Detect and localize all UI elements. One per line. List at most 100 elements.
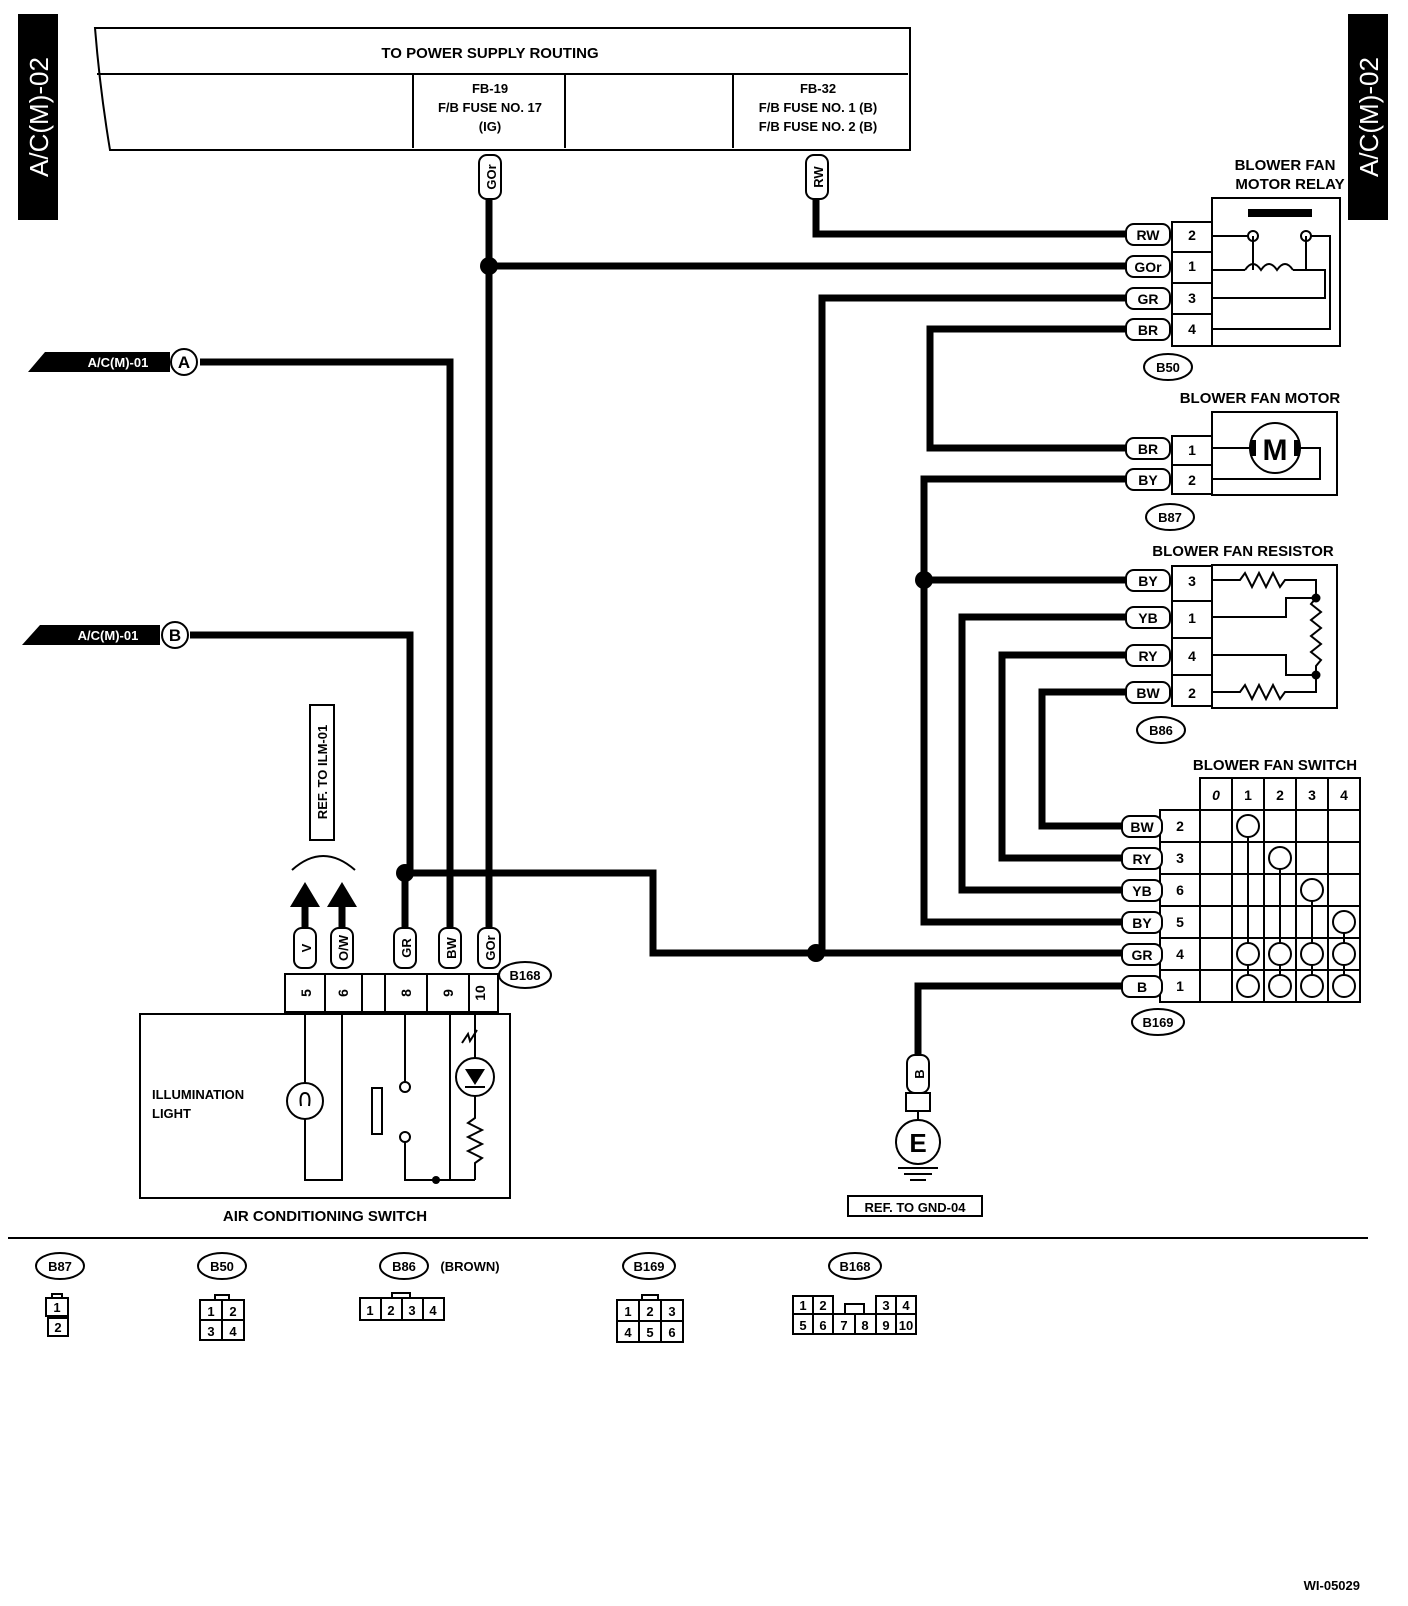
svg-text:1: 1 xyxy=(624,1304,631,1319)
svg-text:GR: GR xyxy=(1138,291,1159,307)
ref-gnd04: REF. TO GND-04 xyxy=(865,1200,967,1215)
svg-text:2: 2 xyxy=(54,1320,61,1335)
svg-text:B50: B50 xyxy=(210,1259,234,1274)
svg-text:RW: RW xyxy=(811,166,826,188)
svg-text:B86: B86 xyxy=(392,1259,416,1274)
page-tag-left: A/C(M)-02 xyxy=(18,14,58,220)
svg-text:RY: RY xyxy=(1133,851,1153,867)
svg-text:GR: GR xyxy=(1132,947,1153,963)
svg-text:8: 8 xyxy=(398,989,414,997)
svg-text:A/C(M)-01: A/C(M)-01 xyxy=(78,628,139,643)
connector-b50-tag: B50 xyxy=(1156,360,1180,375)
fb19-fuse: F/B FUSE NO. 17 xyxy=(438,100,542,115)
svg-text:RW: RW xyxy=(1136,227,1160,243)
svg-text:3: 3 xyxy=(1188,573,1196,589)
svg-text:A: A xyxy=(178,353,190,372)
svg-text:A/C(M)-01: A/C(M)-01 xyxy=(88,355,149,370)
svg-text:O/W: O/W xyxy=(336,934,351,961)
connector-b169-tag: B169 xyxy=(1142,1015,1173,1030)
svg-text:3: 3 xyxy=(1176,850,1184,866)
svg-text:GOr: GOr xyxy=(484,164,499,189)
svg-text:GOr: GOr xyxy=(1134,259,1162,275)
led-icon xyxy=(465,1069,485,1085)
svg-text:10: 10 xyxy=(472,985,488,1001)
connector-b87-tag: B87 xyxy=(1158,510,1182,525)
wire-ry xyxy=(998,651,1126,862)
junctions xyxy=(396,257,933,962)
svg-text:4: 4 xyxy=(902,1298,910,1313)
page-tag-right-label: A/C(M)-02 xyxy=(1354,57,1384,177)
svg-text:4: 4 xyxy=(1188,648,1196,664)
ref-ilm01: REF. TO ILM-01 xyxy=(291,704,356,871)
svg-text:10: 10 xyxy=(899,1318,913,1333)
svg-text:2: 2 xyxy=(1176,818,1184,834)
svg-text:1: 1 xyxy=(1188,610,1196,626)
svg-text:BY: BY xyxy=(1138,573,1158,589)
fb32-fuse2: F/B FUSE NO. 2 (B) xyxy=(759,119,877,134)
motor-m-icon: M xyxy=(1263,434,1288,467)
svg-text:B168: B168 xyxy=(839,1259,870,1274)
svg-text:2: 2 xyxy=(387,1303,394,1318)
svg-text:1: 1 xyxy=(53,1300,60,1315)
air-conditioning-switch: 5 6 8 9 10 V O/W GR BW GOr B168 ILLUMINA… xyxy=(139,927,552,1225)
ref-acm01-b: A/C(M)-01 B xyxy=(22,621,189,649)
connector-b168-tag: B168 xyxy=(509,968,540,983)
svg-text:2: 2 xyxy=(229,1304,236,1319)
svg-text:YB: YB xyxy=(1138,610,1157,626)
svg-text:3: 3 xyxy=(882,1298,889,1313)
svg-text:8: 8 xyxy=(861,1318,868,1333)
svg-text:6: 6 xyxy=(668,1325,675,1340)
wire-by xyxy=(920,475,1126,926)
document-id: WI-05029 xyxy=(1304,1578,1360,1593)
svg-text:BLOWER FAN RESISTOR: BLOWER FAN RESISTOR xyxy=(1152,543,1334,560)
svg-text:9: 9 xyxy=(440,989,456,997)
svg-text:(BROWN): (BROWN) xyxy=(440,1259,499,1274)
wire-yb xyxy=(958,613,1126,894)
svg-text:B87: B87 xyxy=(48,1259,72,1274)
svg-text:BW: BW xyxy=(1130,819,1154,835)
svg-text:GR: GR xyxy=(399,938,414,958)
svg-text:2: 2 xyxy=(1188,472,1196,488)
ground-symbol: B E REF. TO GND-04 xyxy=(847,1054,983,1217)
wires xyxy=(190,196,1126,1060)
svg-text:1: 1 xyxy=(1244,787,1252,803)
legend-b168: B168 1 2 3 4 5 6 7 8 9 10 xyxy=(792,1252,917,1335)
wire-bw-switch xyxy=(1038,688,1126,830)
svg-text:3: 3 xyxy=(207,1324,214,1339)
svg-text:0: 0 xyxy=(1212,787,1220,803)
page-tag-right: A/C(M)-02 xyxy=(1348,14,1388,220)
svg-text:2: 2 xyxy=(1276,787,1284,803)
svg-text:1: 1 xyxy=(207,1304,214,1319)
blower-fan-motor: BLOWER FAN MOTOR 1 2 M BR BY B87 xyxy=(1125,390,1341,531)
legend-b50: B50 1 2 3 4 xyxy=(197,1252,247,1341)
svg-text:4: 4 xyxy=(1176,946,1184,962)
svg-text:BLOWER FAN MOTOR: BLOWER FAN MOTOR xyxy=(1180,390,1341,407)
wire-br xyxy=(926,325,1126,452)
fb32-fuse1: F/B FUSE NO. 1 (B) xyxy=(759,100,877,115)
svg-text:9: 9 xyxy=(882,1318,889,1333)
wire-label-rw-power: RW xyxy=(805,154,829,200)
svg-text:1: 1 xyxy=(1188,258,1196,274)
svg-text:MOTOR RELAY: MOTOR RELAY xyxy=(1235,176,1344,193)
svg-text:RY: RY xyxy=(1139,648,1159,664)
svg-text:4: 4 xyxy=(1340,787,1348,803)
svg-text:3: 3 xyxy=(668,1304,675,1319)
svg-text:5: 5 xyxy=(298,989,314,997)
svg-text:4: 4 xyxy=(1188,321,1196,337)
svg-text:REF. TO ILM-01: REF. TO ILM-01 xyxy=(315,725,330,819)
svg-text:GOr: GOr xyxy=(483,935,498,960)
svg-text:BLOWER FAN: BLOWER FAN xyxy=(1235,157,1336,174)
svg-text:6: 6 xyxy=(819,1318,826,1333)
wire-ground xyxy=(914,982,1126,1060)
svg-text:5: 5 xyxy=(799,1318,806,1333)
blower-fan-motor-relay: BLOWER FAN MOTOR RELAY 2 1 3 4 RW GOr GR… xyxy=(1125,157,1345,381)
legend-b87: B87 1 2 xyxy=(35,1252,85,1337)
svg-text:V: V xyxy=(299,943,314,952)
svg-text:7: 7 xyxy=(840,1318,847,1333)
svg-text:LIGHT: LIGHT xyxy=(152,1106,191,1121)
svg-text:ILLUMINATION: ILLUMINATION xyxy=(152,1087,244,1102)
ref-acm01-a: A/C(M)-01 A xyxy=(28,348,198,376)
svg-text:4: 4 xyxy=(429,1303,437,1318)
fb19-ig: (IG) xyxy=(479,119,501,134)
